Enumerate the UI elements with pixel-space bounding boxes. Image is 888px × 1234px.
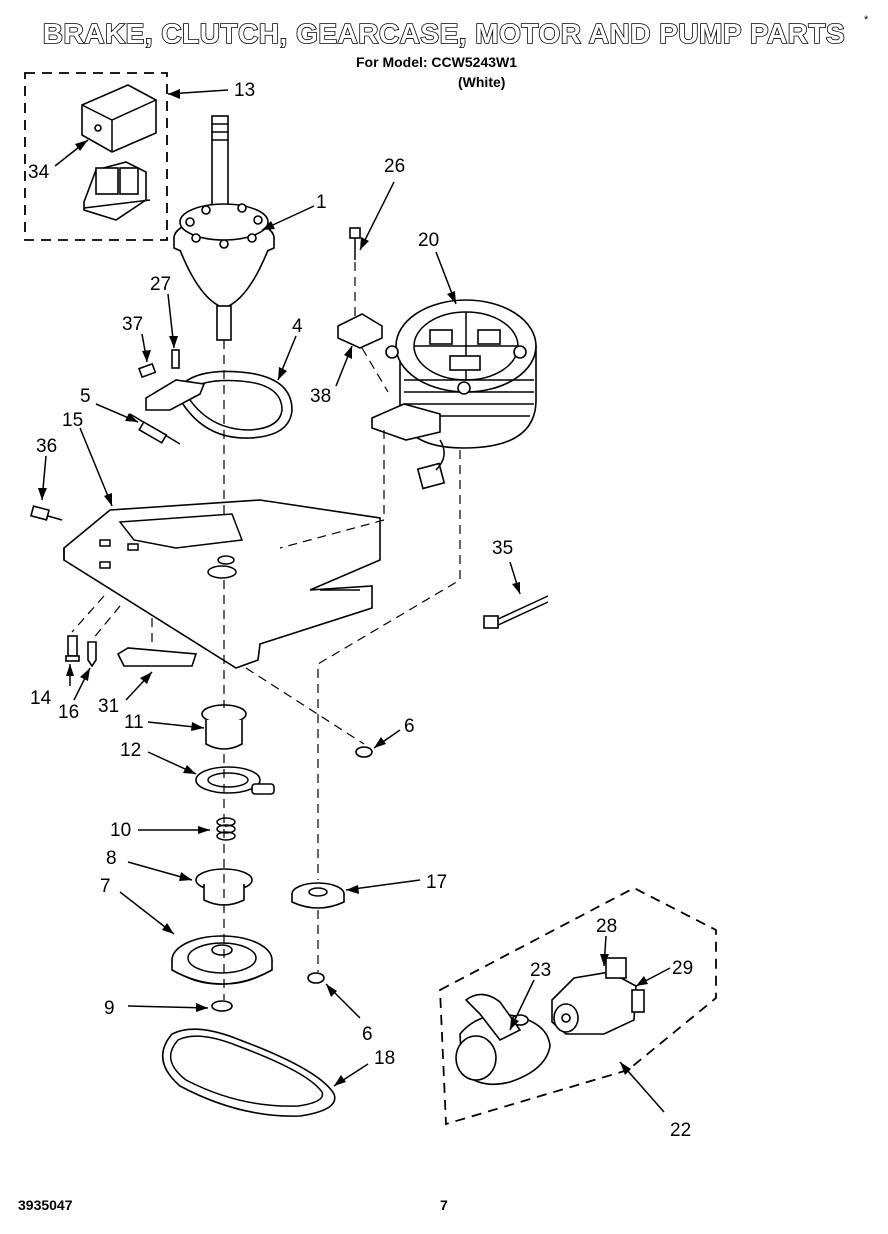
- color-subtitle: (White): [458, 74, 506, 90]
- gearcase-part: [173, 115, 275, 341]
- nut-6a-part: [355, 746, 373, 758]
- mounting-plate-part: [63, 499, 381, 669]
- pump-group-box: [439, 886, 717, 1126]
- callout-37: 37: [122, 314, 143, 335]
- callout-6-upper: 6: [404, 716, 415, 737]
- clutch-spring-part: [216, 817, 236, 841]
- callout-22: 22: [670, 1120, 691, 1141]
- screw-14-part: [65, 635, 80, 662]
- leader-lines: [38, 89, 671, 1113]
- callout-5: 5: [80, 386, 91, 407]
- plate-screw-part: [29, 505, 63, 521]
- callout-16: 16: [58, 702, 79, 723]
- callout-14: 14: [30, 688, 52, 709]
- pump-housing-part: [455, 993, 551, 1086]
- drive-belt-part: [161, 1028, 336, 1117]
- screw-16-part: [87, 641, 97, 668]
- plate-clip-part: [116, 647, 198, 667]
- motor-part: [371, 299, 537, 490]
- callout-10: 10: [110, 820, 131, 841]
- relay-part: [83, 161, 151, 221]
- page-number: 7: [440, 1197, 448, 1213]
- brake-washer-part: [195, 766, 275, 795]
- pulley-part: [171, 935, 273, 985]
- brake-clip-part: [138, 362, 157, 379]
- callout-27: 27: [150, 274, 171, 295]
- callout-26: 26: [384, 156, 405, 177]
- model-subtitle: For Model: CCW5243W1: [356, 54, 518, 70]
- callout-11: 11: [124, 712, 144, 733]
- callout-23: 23: [530, 960, 551, 981]
- retaining-ring-part: [211, 1000, 233, 1012]
- callout-9: 9: [104, 998, 115, 1019]
- clutch-bearing-part: [201, 704, 247, 750]
- relay-cover-part: [81, 84, 157, 153]
- page-title: BRAKE, CLUTCH, GEARCASE, MOTOR AND PUMP …: [42, 17, 846, 50]
- callout-6-lower: 6: [362, 1024, 373, 1045]
- callout-1: 1: [316, 192, 327, 213]
- callout-20: 20: [418, 230, 439, 251]
- callout-labels: 13 34 1 27 37 4 5 15 36 26 20 38 35 14 1…: [28, 80, 693, 1141]
- brake-band-part: [175, 370, 293, 439]
- callout-15: 15: [62, 410, 83, 431]
- callout-35: 35: [492, 538, 513, 559]
- callout-8: 8: [106, 848, 117, 869]
- callout-28: 28: [596, 916, 617, 937]
- motor-screw-part: [349, 227, 361, 260]
- pump-motor-part: [551, 957, 645, 1035]
- page-mark: *: [864, 14, 869, 26]
- assembly-lines: [71, 262, 461, 1000]
- brake-spring-part: [129, 413, 181, 445]
- cable-tie-part: [483, 595, 549, 629]
- pump-pulley-washer-part: [291, 882, 345, 909]
- document-number: 3935047: [18, 1197, 73, 1213]
- callout-36: 36: [36, 436, 57, 457]
- relay-group-box: [24, 72, 168, 241]
- callout-7: 7: [100, 876, 111, 897]
- callout-34: 34: [28, 162, 50, 183]
- brake-pin-part: [171, 349, 180, 369]
- callout-12: 12: [120, 740, 141, 761]
- nut-6b-part: [307, 972, 325, 984]
- callout-38: 38: [310, 386, 331, 407]
- callout-13: 13: [234, 80, 255, 101]
- motor-bracket-part: [337, 313, 383, 349]
- callout-4: 4: [292, 316, 303, 337]
- callout-29: 29: [672, 958, 693, 979]
- brake-lever-part: [145, 379, 206, 411]
- callout-18: 18: [374, 1048, 395, 1069]
- callout-17: 17: [426, 872, 447, 893]
- callout-31: 31: [98, 696, 119, 717]
